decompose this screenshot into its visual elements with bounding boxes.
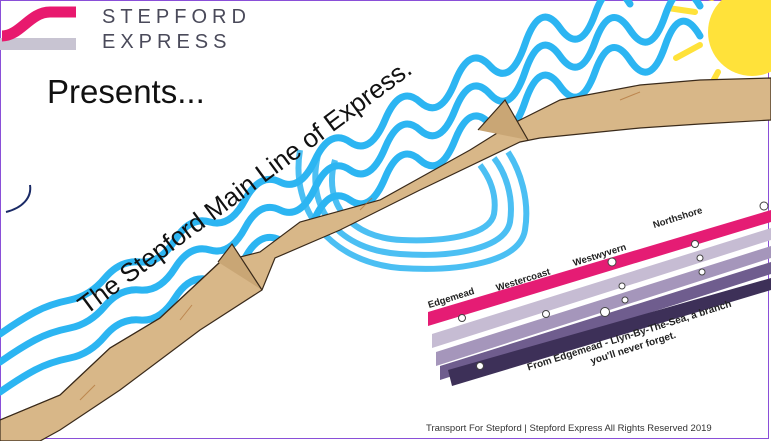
cliffs xyxy=(0,77,771,441)
footer-copyright: Transport For Stepford | Stepford Expres… xyxy=(426,423,712,434)
brand-name-line1: STEPFORD xyxy=(102,6,251,28)
wave-icon xyxy=(0,0,704,396)
route-stations xyxy=(458,201,769,370)
stepford-express-logo-icon xyxy=(0,6,76,50)
brand-name-line2: EXPRESS xyxy=(102,31,232,53)
presents-heading: Presents... xyxy=(47,73,205,110)
route-lines xyxy=(428,210,771,386)
